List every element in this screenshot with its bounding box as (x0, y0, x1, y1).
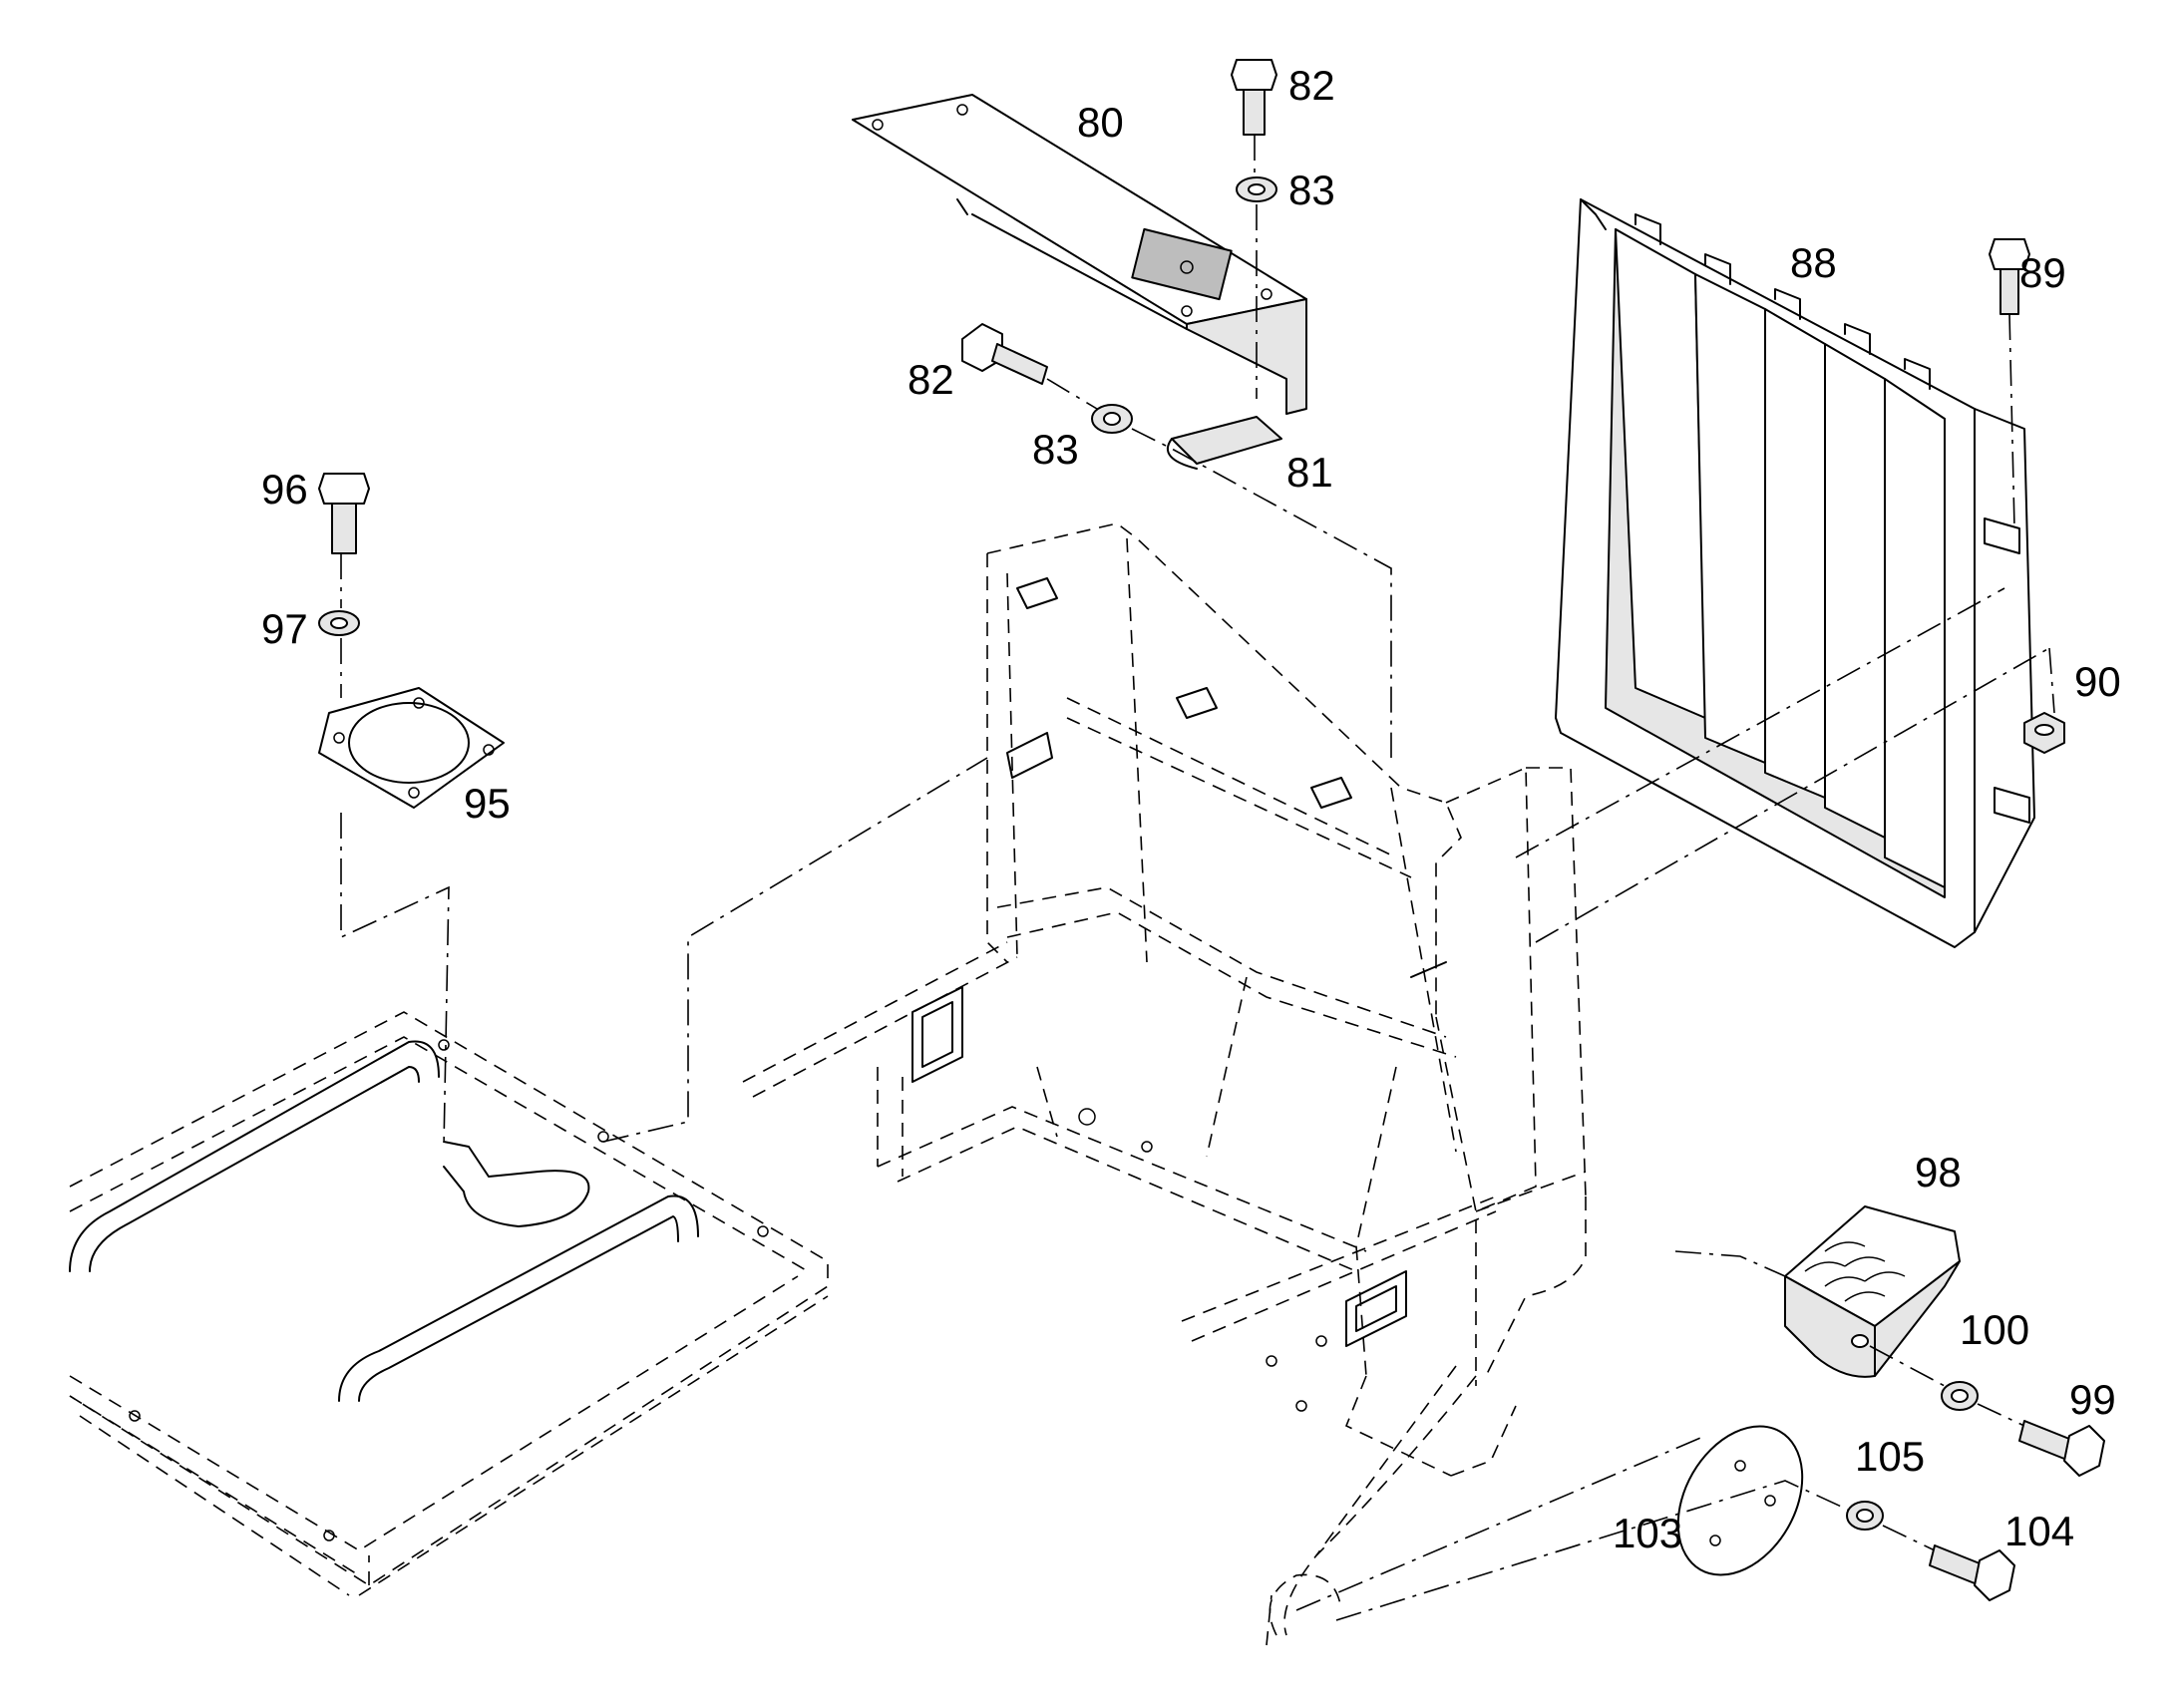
step-part-98 (1784, 1205, 1961, 1378)
bolt-part-96 (318, 473, 370, 554)
callout-99: 99 (2069, 1376, 2116, 1423)
base-plate (69, 1011, 829, 1596)
callout-104: 104 (2004, 1508, 2074, 1554)
washer-part-83-top (1236, 176, 1277, 202)
washer-part-83-side (1091, 404, 1133, 434)
callout-82: 82 (1288, 62, 1335, 109)
callout-98: 98 (1915, 1149, 1962, 1196)
callout-103: 103 (1613, 1510, 1682, 1556)
bolt-part-104 (1929, 1544, 2015, 1601)
callout-83: 83 (1032, 426, 1079, 473)
bolt-part-89 (1989, 238, 2030, 315)
callout-100: 100 (1960, 1306, 2029, 1353)
callout-labels: 80 81 82 82 83 83 88 89 90 95 96 97 98 9… (261, 62, 2121, 1556)
callout-89: 89 (2019, 249, 2066, 296)
bolt-part-82-side (961, 323, 1048, 385)
main-frame (742, 522, 1587, 1646)
callout-95: 95 (464, 780, 511, 827)
callout-82: 82 (908, 356, 954, 403)
nut-part-90 (2023, 712, 2065, 754)
cover-disk-part-103 (1676, 1425, 1804, 1576)
callout-96: 96 (261, 466, 308, 512)
callout-83: 83 (1288, 167, 1335, 213)
callout-80: 80 (1077, 99, 1124, 146)
washer-part-100 (1941, 1381, 1979, 1411)
bolt-part-82-top (1231, 59, 1277, 136)
callout-81: 81 (1286, 449, 1333, 496)
clip-part-81 (1166, 416, 1282, 470)
callout-105: 105 (1855, 1433, 1925, 1480)
bolt-part-99 (2018, 1420, 2105, 1477)
flange-plate-part-95 (318, 687, 505, 809)
grille-part-88 (1555, 198, 2035, 948)
callout-88: 88 (1790, 239, 1837, 286)
washer-part-105 (1846, 1501, 1884, 1531)
washer-part-97 (318, 610, 360, 636)
top-bracket-part-80 (852, 94, 1307, 415)
callout-97: 97 (261, 605, 308, 652)
callout-90: 90 (2074, 658, 2121, 705)
